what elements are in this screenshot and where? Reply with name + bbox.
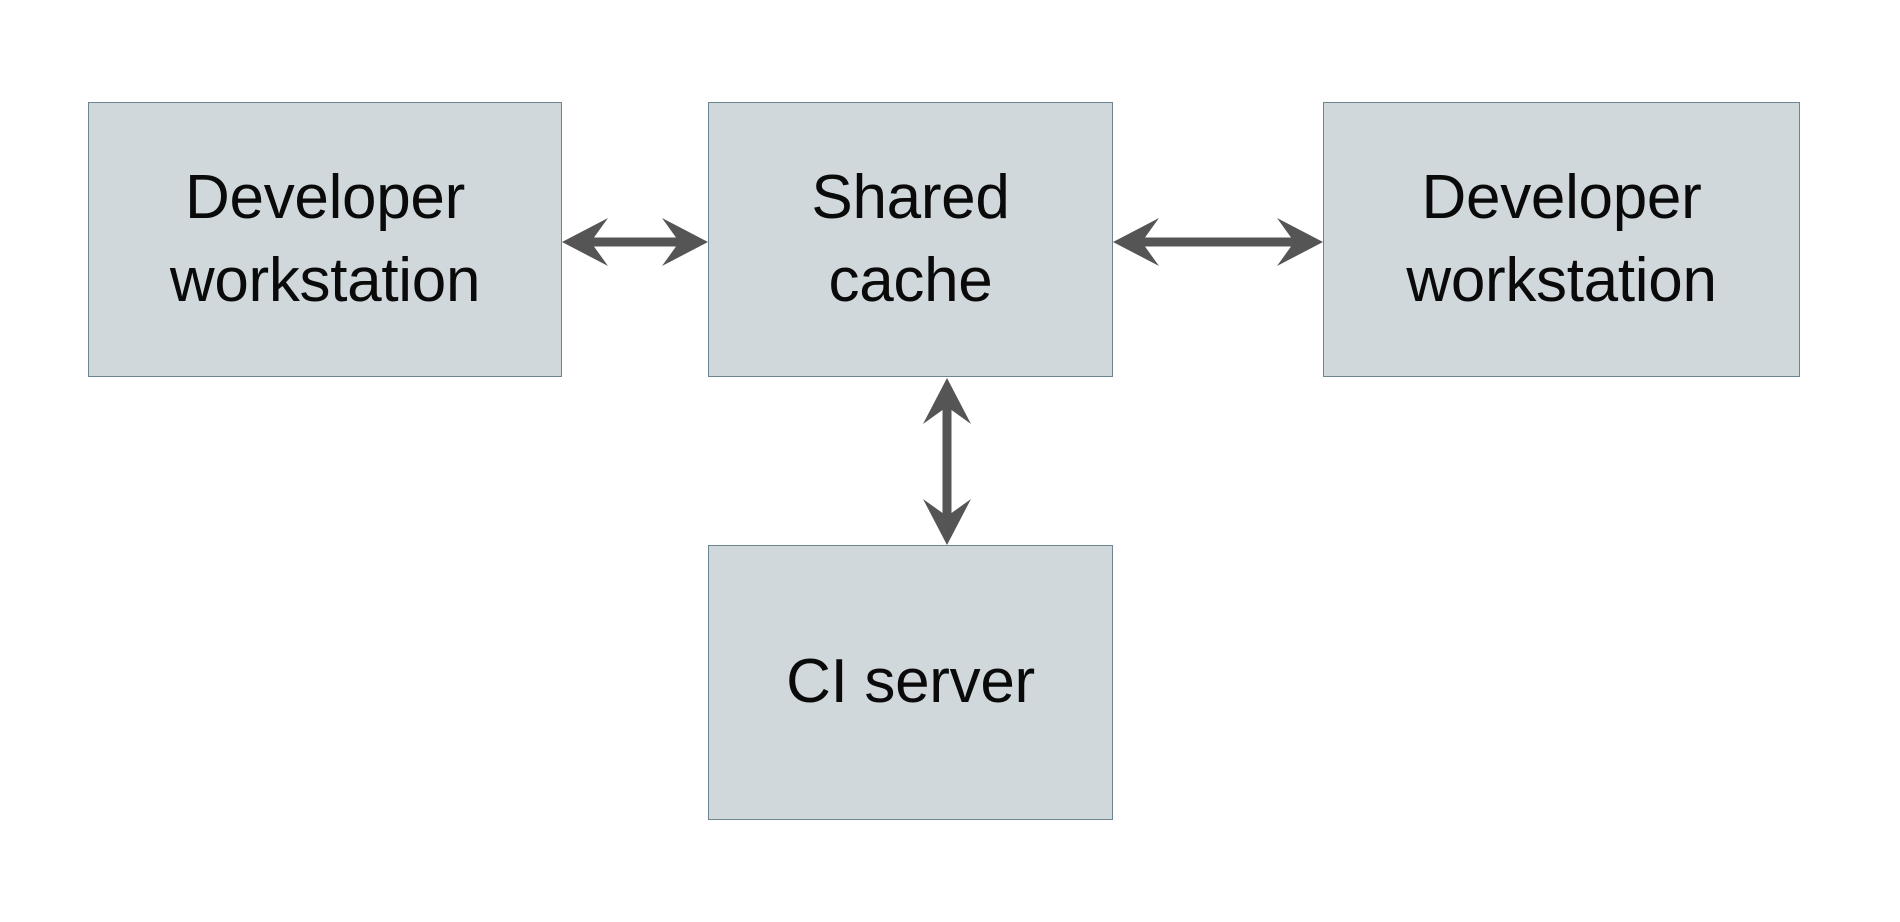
node-label: Shared cache xyxy=(811,163,1010,315)
node-label: CI server xyxy=(786,647,1035,717)
node-shared-cache[interactable]: Shared cache xyxy=(708,102,1113,377)
double-arrow-icon xyxy=(562,218,708,266)
node-label: Developer workstation xyxy=(1406,163,1717,315)
edge-shared-cache-to-ci-server xyxy=(919,378,975,545)
edge-left-workstation-to-shared-cache xyxy=(562,214,708,270)
node-developer-workstation-right[interactable]: Developer workstation xyxy=(1323,102,1800,377)
node-label: Developer workstation xyxy=(169,163,481,315)
edge-shared-cache-to-right-workstation xyxy=(1113,214,1323,270)
node-developer-workstation-left[interactable]: Developer workstation xyxy=(88,102,562,377)
double-arrow-icon xyxy=(1113,218,1323,266)
node-ci-server[interactable]: CI server xyxy=(708,545,1113,820)
double-arrow-icon xyxy=(923,378,971,545)
